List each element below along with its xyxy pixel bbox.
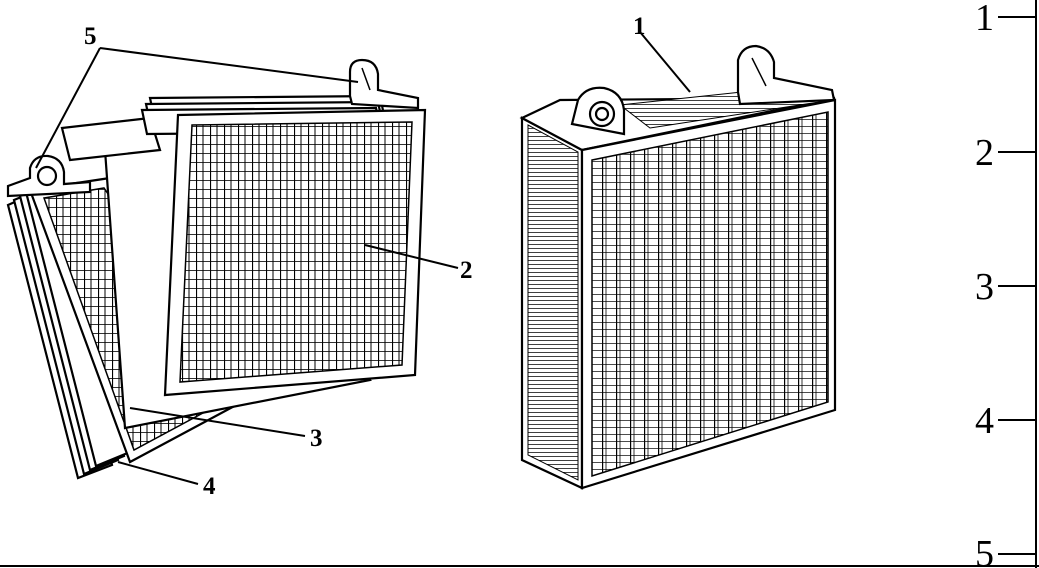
positive-lug [348,58,420,110]
callout-1: 1 [633,13,646,40]
legend-number-5: 5 [975,533,994,568]
leader-lines [35,31,691,485]
left-plate-group [6,58,427,480]
legend-number-2: 2 [975,132,994,174]
legend-scale: 1 2 3 4 5 [975,0,1037,568]
callout-4: 4 [203,473,216,500]
callout-3: 3 [310,425,323,452]
callout-2: 2 [460,257,473,284]
legend-number-4: 4 [975,400,994,442]
pack-rear-lug [736,44,836,106]
callout-5: 5 [84,23,97,50]
legend-number-3: 3 [975,266,994,308]
legend-number-1: 1 [975,0,994,39]
right-cell-pack [519,44,837,490]
